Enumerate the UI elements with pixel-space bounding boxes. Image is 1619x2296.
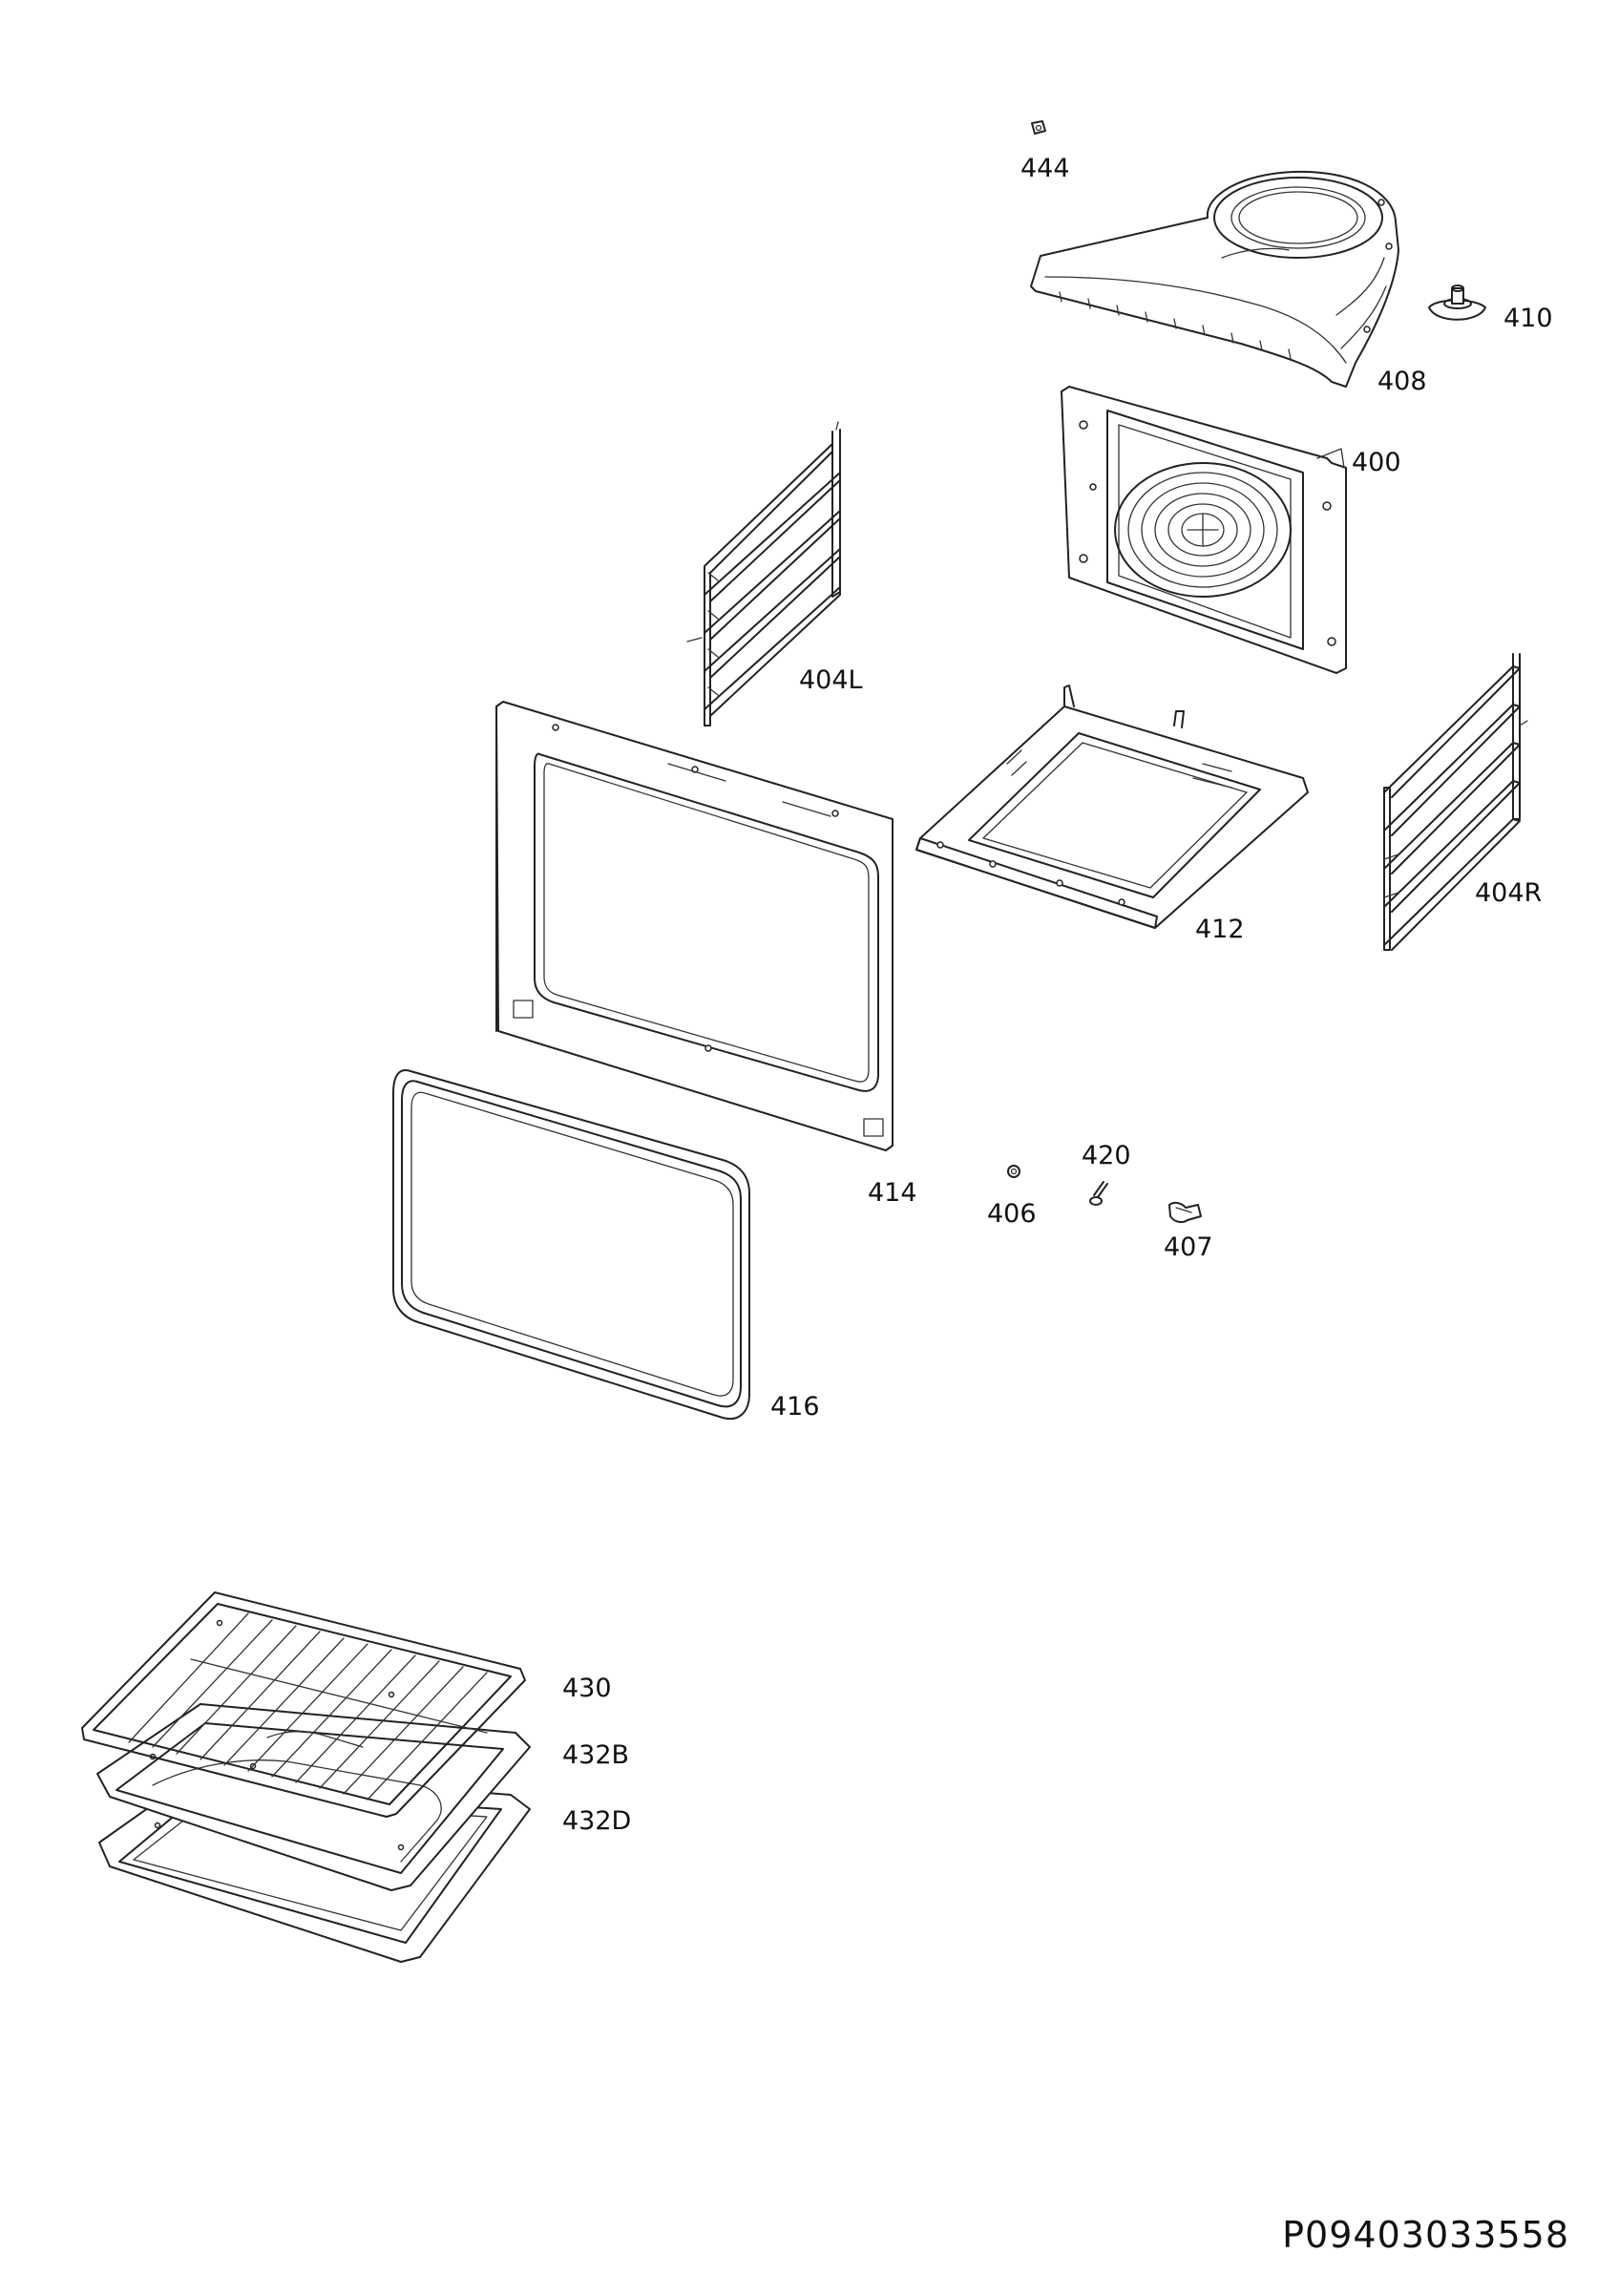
label-432B: 432B <box>562 1740 630 1770</box>
part-408-drawing <box>1030 170 1399 388</box>
part-407-drawing <box>1168 1201 1202 1224</box>
part-400-drawing <box>1061 386 1347 674</box>
part-412-drawing <box>915 685 1309 929</box>
label-416: 416 <box>770 1392 820 1422</box>
part-414-drawing <box>495 701 894 1151</box>
part-416-drawing <box>392 1069 750 1421</box>
part-410-drawing <box>1428 284 1486 321</box>
part-404R-drawing <box>1383 653 1528 951</box>
label-407: 407 <box>1164 1232 1213 1262</box>
label-410: 410 <box>1503 304 1553 333</box>
document-id: P09403033558 <box>1282 2214 1569 2256</box>
part-420-drawing <box>1089 1181 1108 1206</box>
label-430: 430 <box>562 1674 612 1703</box>
label-406: 406 <box>987 1199 1037 1229</box>
label-444: 444 <box>1020 154 1070 183</box>
part-444-drawing <box>1031 120 1046 135</box>
label-408: 408 <box>1377 367 1427 396</box>
label-412: 412 <box>1195 915 1245 944</box>
part-430-drawing <box>81 1591 526 1818</box>
label-404L: 404L <box>799 665 863 695</box>
label-404R: 404R <box>1475 878 1543 908</box>
label-432D: 432D <box>562 1806 632 1836</box>
part-406-drawing <box>1007 1165 1020 1178</box>
label-414: 414 <box>868 1178 917 1208</box>
label-400: 400 <box>1352 448 1401 477</box>
part-404L-drawing <box>686 421 841 727</box>
label-420: 420 <box>1082 1141 1131 1170</box>
